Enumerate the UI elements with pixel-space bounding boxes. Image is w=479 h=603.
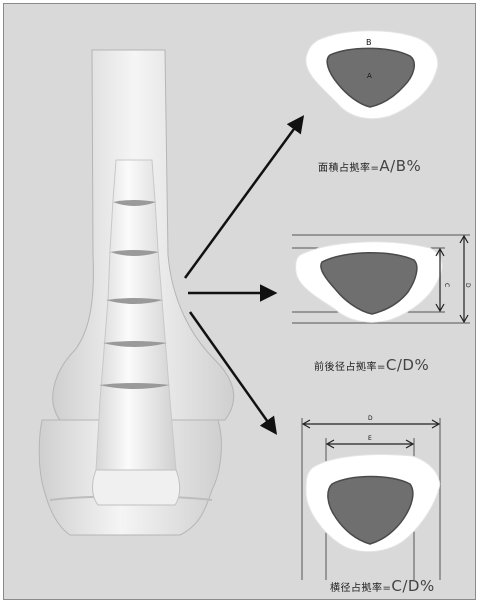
label-d: D [368,415,373,422]
caption-prefix: 面積占拠率= [318,163,379,174]
caption-ml-ratio: 横径占拠率=C/D% [330,577,435,595]
label-d: D [464,283,471,288]
label-a: A [367,72,372,80]
label-c: C [443,283,450,287]
label-b: B [366,38,372,47]
caption-ratio: A/B% [379,157,421,175]
caption-ratio: C/D% [386,356,429,374]
caption-ap-ratio: 前後径占拠率=C/D% [314,356,429,374]
section-panel-ml: D E [302,415,440,580]
label-e: E [368,435,372,442]
caption-prefix: 前後径占拠率= [314,362,386,373]
arrow-to-area-section [185,118,302,278]
section-panel-area: B A [306,31,438,119]
implant-base [93,470,180,505]
caption-area-ratio: 面積占拠率=A/B% [318,157,421,175]
section-panel-ap: C D [292,235,471,323]
caption-ratio: C/D% [391,577,434,595]
caption-prefix: 横径占拠率= [330,583,391,594]
